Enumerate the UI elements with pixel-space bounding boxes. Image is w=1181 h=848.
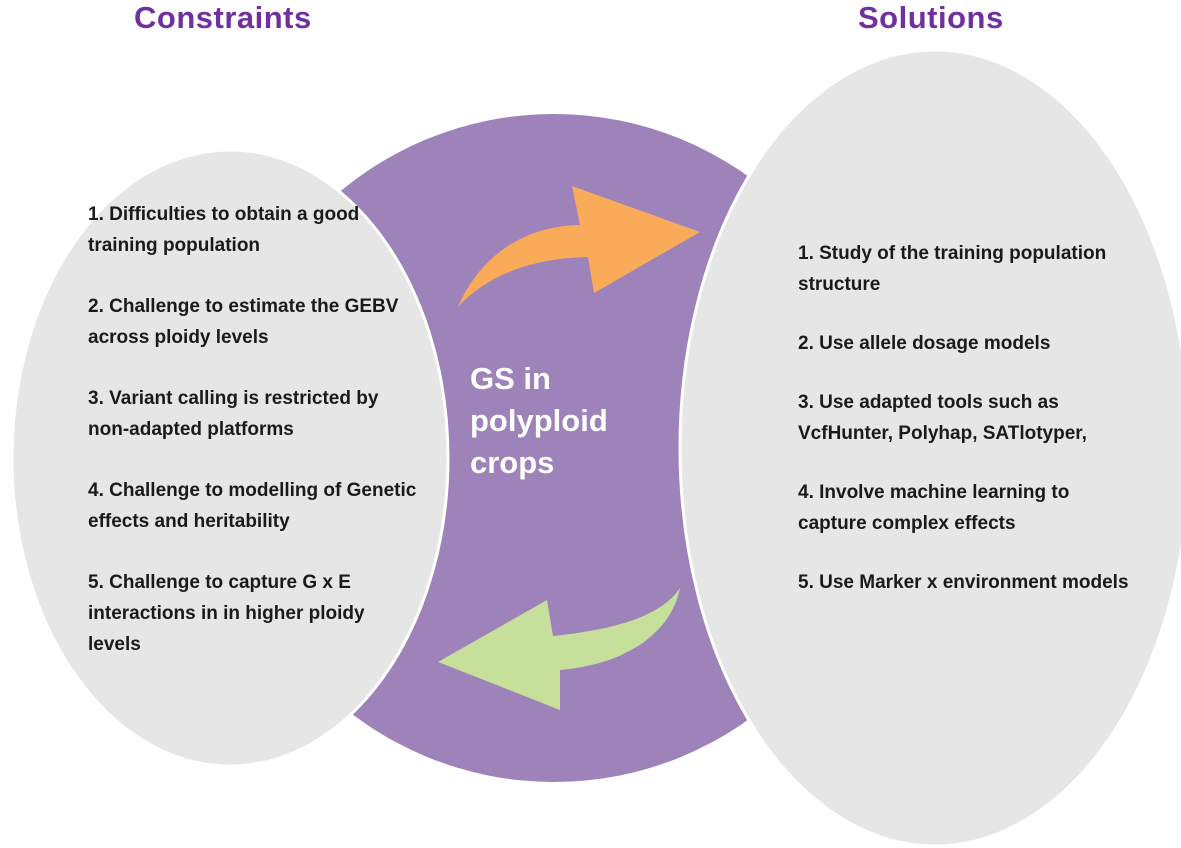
- solution-item-2: 2. Use allele dosage models: [798, 333, 1051, 354]
- solution-item-3: 3. Use adapted tools such as VcfHunter, …: [798, 392, 1087, 444]
- center-label-line3: crops: [470, 445, 555, 480]
- center-label-line1: GS in: [470, 361, 551, 396]
- center-label: GS in polyploid crops: [470, 358, 640, 484]
- constraint-item-1: 1. Difficulties to obtain a good trainin…: [88, 204, 360, 256]
- solutions-list: 1. Study of the training population stru…: [798, 238, 1138, 626]
- constraints-heading: Constraints: [134, 0, 312, 35]
- forward-arrow-icon: [458, 186, 700, 307]
- solution-item-1: 1. Study of the training population stru…: [798, 243, 1107, 295]
- constraint-item-2: 2. Challenge to estimate the GEBV across…: [88, 296, 399, 348]
- constraint-item-4: 4. Challenge to modelling of Genetic eff…: [88, 480, 417, 532]
- center-label-line2: polyploid: [470, 403, 608, 438]
- constraints-ellipse: [10, 148, 450, 768]
- solutions-heading: Solutions: [858, 0, 1004, 35]
- back-arrow-icon: [438, 588, 680, 710]
- solution-item-4: 4. Involve machine learning to capture c…: [798, 482, 1070, 534]
- solutions-ellipse: [678, 48, 1181, 848]
- constraint-item-3: 3. Variant calling is restricted by non-…: [88, 388, 379, 440]
- solution-item-5: 5. Use Marker x environment models: [798, 572, 1129, 593]
- constraint-item-5: 5. Challenge to capture G x E interactio…: [88, 572, 365, 655]
- constraints-list: 1. Difficulties to obtain a good trainin…: [88, 199, 418, 690]
